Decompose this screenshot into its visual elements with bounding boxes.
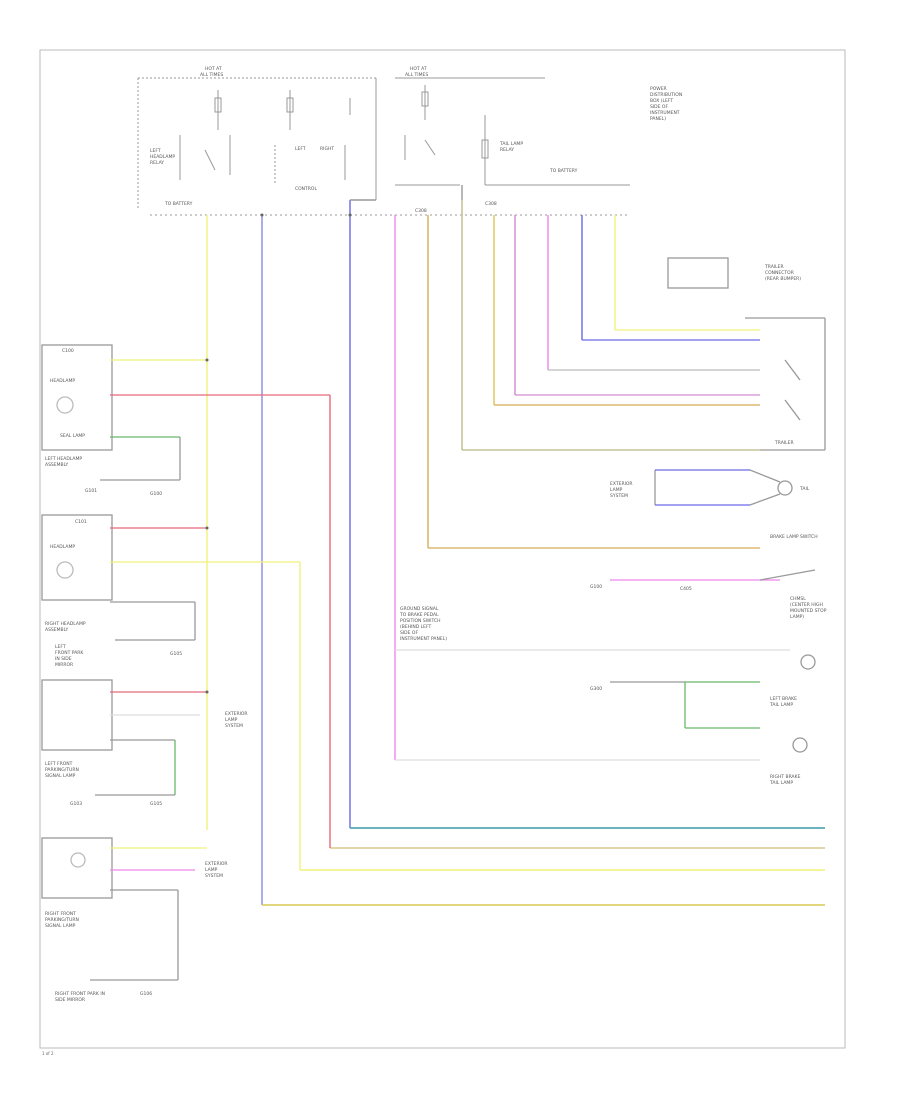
svg-text:LEFT BRAKE: LEFT BRAKE bbox=[770, 696, 797, 702]
svg-text:RIGHT FRONT PARK IN: RIGHT FRONT PARK IN bbox=[55, 991, 105, 997]
svg-text:IN SIDE: IN SIDE bbox=[55, 656, 72, 662]
svg-text:FRONT PARK: FRONT PARK bbox=[55, 650, 84, 656]
svg-text:RELAY: RELAY bbox=[150, 160, 164, 166]
left-labels: C100 HEADLAMP SEAL LAMP LEFT HEADLAMP AS… bbox=[45, 348, 248, 1003]
svg-text:SIDE MIRROR: SIDE MIRROR bbox=[55, 997, 85, 1003]
svg-text:RELAY: RELAY bbox=[500, 147, 514, 153]
svg-text:HEADLAMP: HEADLAMP bbox=[150, 154, 175, 160]
svg-text:HOT AT: HOT AT bbox=[205, 66, 222, 72]
svg-text:G105: G105 bbox=[170, 651, 182, 657]
top-power-distribution bbox=[137, 77, 630, 216]
svg-text:RIGHT: RIGHT bbox=[320, 146, 334, 152]
svg-text:EXTERIOR: EXTERIOR bbox=[205, 861, 228, 867]
splice-points bbox=[205, 213, 352, 694]
svg-text:PARKING/TURN: PARKING/TURN bbox=[45, 917, 79, 923]
svg-text:ASSEMBLY: ASSEMBLY bbox=[45, 627, 69, 633]
svg-text:POSITION SWITCH: POSITION SWITCH bbox=[400, 618, 441, 624]
svg-text:LEFT: LEFT bbox=[295, 146, 306, 152]
page-reference: 1 of 2 bbox=[42, 1051, 54, 1056]
svg-text:HEADLAMP: HEADLAMP bbox=[50, 544, 75, 550]
svg-text:INSTRUMENT PANEL): INSTRUMENT PANEL) bbox=[400, 636, 447, 642]
svg-text:G105: G105 bbox=[150, 801, 162, 807]
svg-text:SIGNAL LAMP: SIGNAL LAMP bbox=[45, 773, 76, 779]
svg-text:LAMP): LAMP) bbox=[790, 614, 804, 620]
svg-text:INSTRUMENT: INSTRUMENT bbox=[650, 110, 680, 116]
svg-text:SIGNAL LAMP: SIGNAL LAMP bbox=[45, 923, 76, 929]
svg-text:G103: G103 bbox=[70, 801, 82, 807]
svg-text:ALL TIMES: ALL TIMES bbox=[405, 72, 428, 78]
svg-text:SYSTEM: SYSTEM bbox=[205, 873, 223, 879]
right-side-wiring bbox=[395, 257, 826, 761]
left-side-wiring bbox=[41, 344, 330, 981]
svg-text:POWER: POWER bbox=[650, 86, 667, 92]
svg-text:TAIL: TAIL bbox=[799, 486, 810, 492]
svg-text:HOT AT: HOT AT bbox=[410, 66, 427, 72]
vertical-wires bbox=[206, 185, 616, 905]
svg-text:C308: C308 bbox=[415, 208, 427, 214]
svg-text:CONNECTOR: CONNECTOR bbox=[765, 270, 794, 276]
top-labels: HOT AT ALL TIMES HOT AT ALL TIMES POWER … bbox=[150, 66, 682, 214]
svg-text:TO BRAKE PEDAL: TO BRAKE PEDAL bbox=[399, 612, 439, 618]
svg-text:CHMSL: CHMSL bbox=[790, 596, 806, 602]
svg-text:TAIL LAMP: TAIL LAMP bbox=[499, 141, 523, 147]
svg-text:HEADLAMP: HEADLAMP bbox=[50, 378, 75, 384]
svg-text:(REAR BUMPER): (REAR BUMPER) bbox=[765, 276, 801, 282]
svg-text:SIDE OF: SIDE OF bbox=[400, 630, 418, 636]
svg-text:TO BATTERY: TO BATTERY bbox=[549, 168, 578, 174]
svg-text:BOX (LEFT: BOX (LEFT bbox=[650, 98, 673, 104]
svg-text:LEFT FRONT: LEFT FRONT bbox=[45, 761, 73, 767]
svg-text:G100: G100 bbox=[590, 584, 602, 590]
svg-text:TAIL LAMP: TAIL LAMP bbox=[769, 702, 793, 708]
svg-text:G101: G101 bbox=[85, 488, 97, 494]
svg-text:TRAILER: TRAILER bbox=[764, 264, 784, 270]
svg-text:ALL TIMES: ALL TIMES bbox=[200, 72, 223, 78]
svg-text:RIGHT BRAKE: RIGHT BRAKE bbox=[770, 774, 801, 780]
svg-text:SIDE OF: SIDE OF bbox=[650, 104, 668, 110]
diagram-frame bbox=[39, 49, 846, 1049]
svg-text:MIRROR: MIRROR bbox=[55, 662, 73, 668]
svg-text:LAMP: LAMP bbox=[205, 867, 218, 873]
svg-text:RIGHT HEADLAMP: RIGHT HEADLAMP bbox=[45, 621, 86, 627]
svg-text:GROUND SIGNAL: GROUND SIGNAL bbox=[400, 606, 439, 612]
svg-text:TAIL LAMP: TAIL LAMP bbox=[769, 780, 793, 786]
svg-text:G100: G100 bbox=[150, 491, 162, 497]
svg-text:LEFT HEADLAMP: LEFT HEADLAMP bbox=[45, 456, 82, 462]
svg-text:C100: C100 bbox=[62, 348, 74, 354]
svg-text:ASSEMBLY: ASSEMBLY bbox=[45, 462, 69, 468]
svg-text:C308: C308 bbox=[485, 201, 497, 207]
svg-text:MOUNTED STOP: MOUNTED STOP bbox=[790, 608, 827, 614]
svg-text:SYSTEM: SYSTEM bbox=[225, 723, 243, 729]
svg-text:EXTERIOR: EXTERIOR bbox=[225, 711, 248, 717]
svg-text:G106: G106 bbox=[140, 991, 152, 997]
svg-text:(CENTER HIGH: (CENTER HIGH bbox=[790, 602, 823, 608]
svg-text:RIGHT FRONT: RIGHT FRONT bbox=[45, 911, 76, 917]
svg-text:SYSTEM: SYSTEM bbox=[610, 493, 628, 499]
svg-text:C101: C101 bbox=[75, 519, 87, 525]
svg-text:G300: G300 bbox=[590, 686, 602, 692]
svg-text:CONTROL: CONTROL bbox=[295, 186, 317, 192]
svg-text:LEFT: LEFT bbox=[150, 148, 161, 154]
svg-text:DISTRIBUTION: DISTRIBUTION bbox=[650, 92, 682, 98]
svg-text:PANEL): PANEL) bbox=[650, 116, 666, 122]
svg-text:(BEHIND LEFT: (BEHIND LEFT bbox=[400, 624, 432, 630]
svg-text:SEAL LAMP: SEAL LAMP bbox=[60, 433, 85, 439]
svg-text:EXTERIOR: EXTERIOR bbox=[610, 481, 633, 487]
svg-text:LAMP: LAMP bbox=[225, 717, 238, 723]
svg-text:BRAKE LAMP SWITCH: BRAKE LAMP SWITCH bbox=[770, 534, 818, 540]
svg-text:TO BATTERY: TO BATTERY bbox=[164, 201, 193, 207]
svg-text:PARKING/TURN: PARKING/TURN bbox=[45, 767, 79, 773]
svg-text:TRAILER: TRAILER bbox=[774, 440, 794, 446]
right-labels: TRAILER CONNECTOR (REAR BUMPER) TRAILER … bbox=[399, 264, 827, 786]
svg-text:LEFT: LEFT bbox=[55, 644, 66, 650]
svg-text:C405: C405 bbox=[680, 586, 692, 592]
bottom-wires bbox=[262, 395, 825, 906]
svg-text:LAMP: LAMP bbox=[610, 487, 623, 493]
